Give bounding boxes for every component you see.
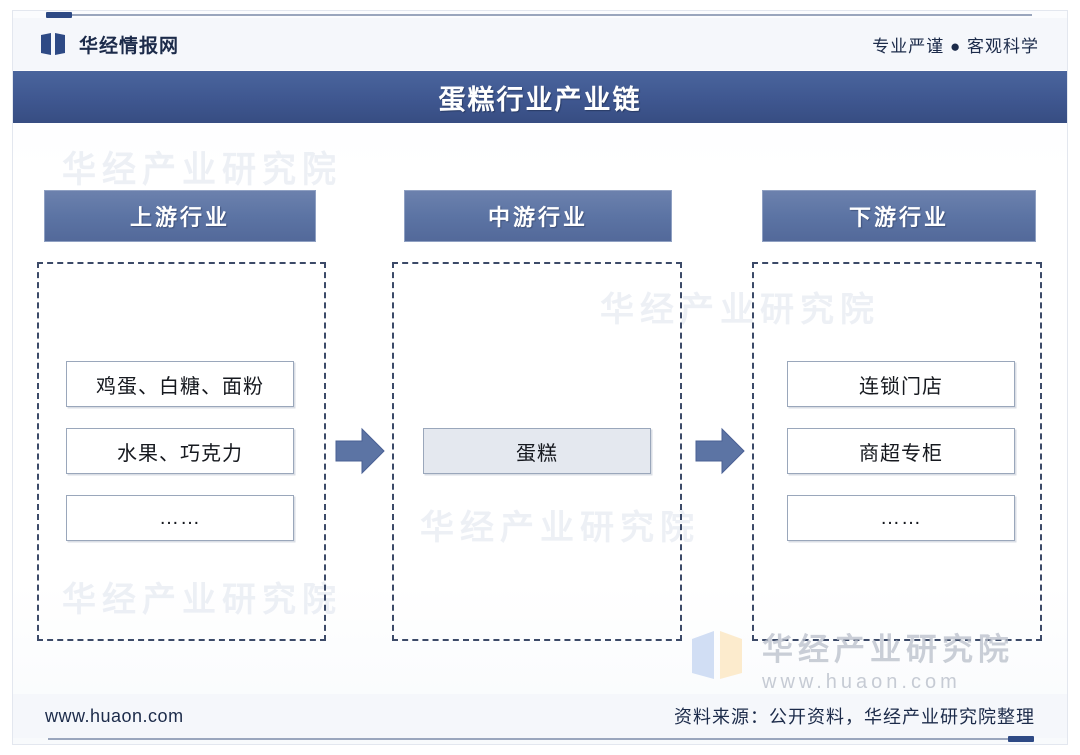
chain-item-label: 商超专柜 bbox=[859, 442, 943, 465]
chain-item-label: …… bbox=[159, 506, 201, 529]
right-arrow-icon bbox=[334, 425, 386, 482]
column-heading-label: 上游行业 bbox=[129, 205, 230, 230]
column-heading-label: 下游行业 bbox=[848, 205, 949, 230]
right-arrow-icon bbox=[694, 425, 746, 482]
bottom-rule bbox=[48, 738, 1032, 740]
page-title: 蛋糕行业产业链 bbox=[438, 84, 642, 115]
chain-item-label: …… bbox=[880, 506, 922, 529]
chain-item-highlighted: 蛋糕 bbox=[423, 428, 651, 474]
column-heading-upstream: 上游行业 bbox=[44, 190, 316, 242]
title-bar: 蛋糕行业产业链 bbox=[13, 71, 1067, 123]
chain-item-label: 鸡蛋、白糖、面粉 bbox=[96, 375, 264, 398]
dashed-group-midstream bbox=[392, 262, 682, 641]
column-heading-label: 中游行业 bbox=[487, 205, 588, 230]
dashed-group-downstream bbox=[752, 262, 1042, 641]
huaon-bowtie-logo-icon bbox=[41, 33, 67, 55]
brand: 华经情报网 bbox=[41, 31, 179, 58]
footer: www.huaon.com 资料来源：公开资料，华经产业研究院整理 bbox=[13, 694, 1067, 738]
chain-item: 水果、巧克力 bbox=[66, 428, 294, 474]
chain-item: …… bbox=[787, 495, 1015, 541]
bottom-rule-cap bbox=[1008, 736, 1034, 742]
top-rule bbox=[48, 14, 1032, 16]
chain-item-label: 水果、巧克力 bbox=[117, 442, 243, 465]
chain-item: …… bbox=[66, 495, 294, 541]
top-rule-cap bbox=[46, 12, 72, 18]
chain-item: 商超专柜 bbox=[787, 428, 1015, 474]
column-heading-midstream: 中游行业 bbox=[404, 190, 672, 242]
masthead: 华经情报网 专业严谨 ● 客观科学 bbox=[13, 18, 1067, 70]
chain-item: 鸡蛋、白糖、面粉 bbox=[66, 361, 294, 407]
chain-item-label: 连锁门店 bbox=[859, 375, 943, 398]
tagline: 专业严谨 ● 客观科学 bbox=[872, 36, 1039, 56]
footer-url[interactable]: www.huaon.com bbox=[45, 705, 184, 726]
dashed-group-upstream bbox=[37, 262, 326, 641]
brand-name: 华经情报网 bbox=[79, 35, 180, 57]
chain-item-label: 蛋糕 bbox=[516, 442, 558, 465]
chain-item: 连锁门店 bbox=[787, 361, 1015, 407]
footer-source: 资料来源：公开资料，华经产业研究院整理 bbox=[674, 707, 1035, 727]
column-heading-downstream: 下游行业 bbox=[762, 190, 1036, 242]
